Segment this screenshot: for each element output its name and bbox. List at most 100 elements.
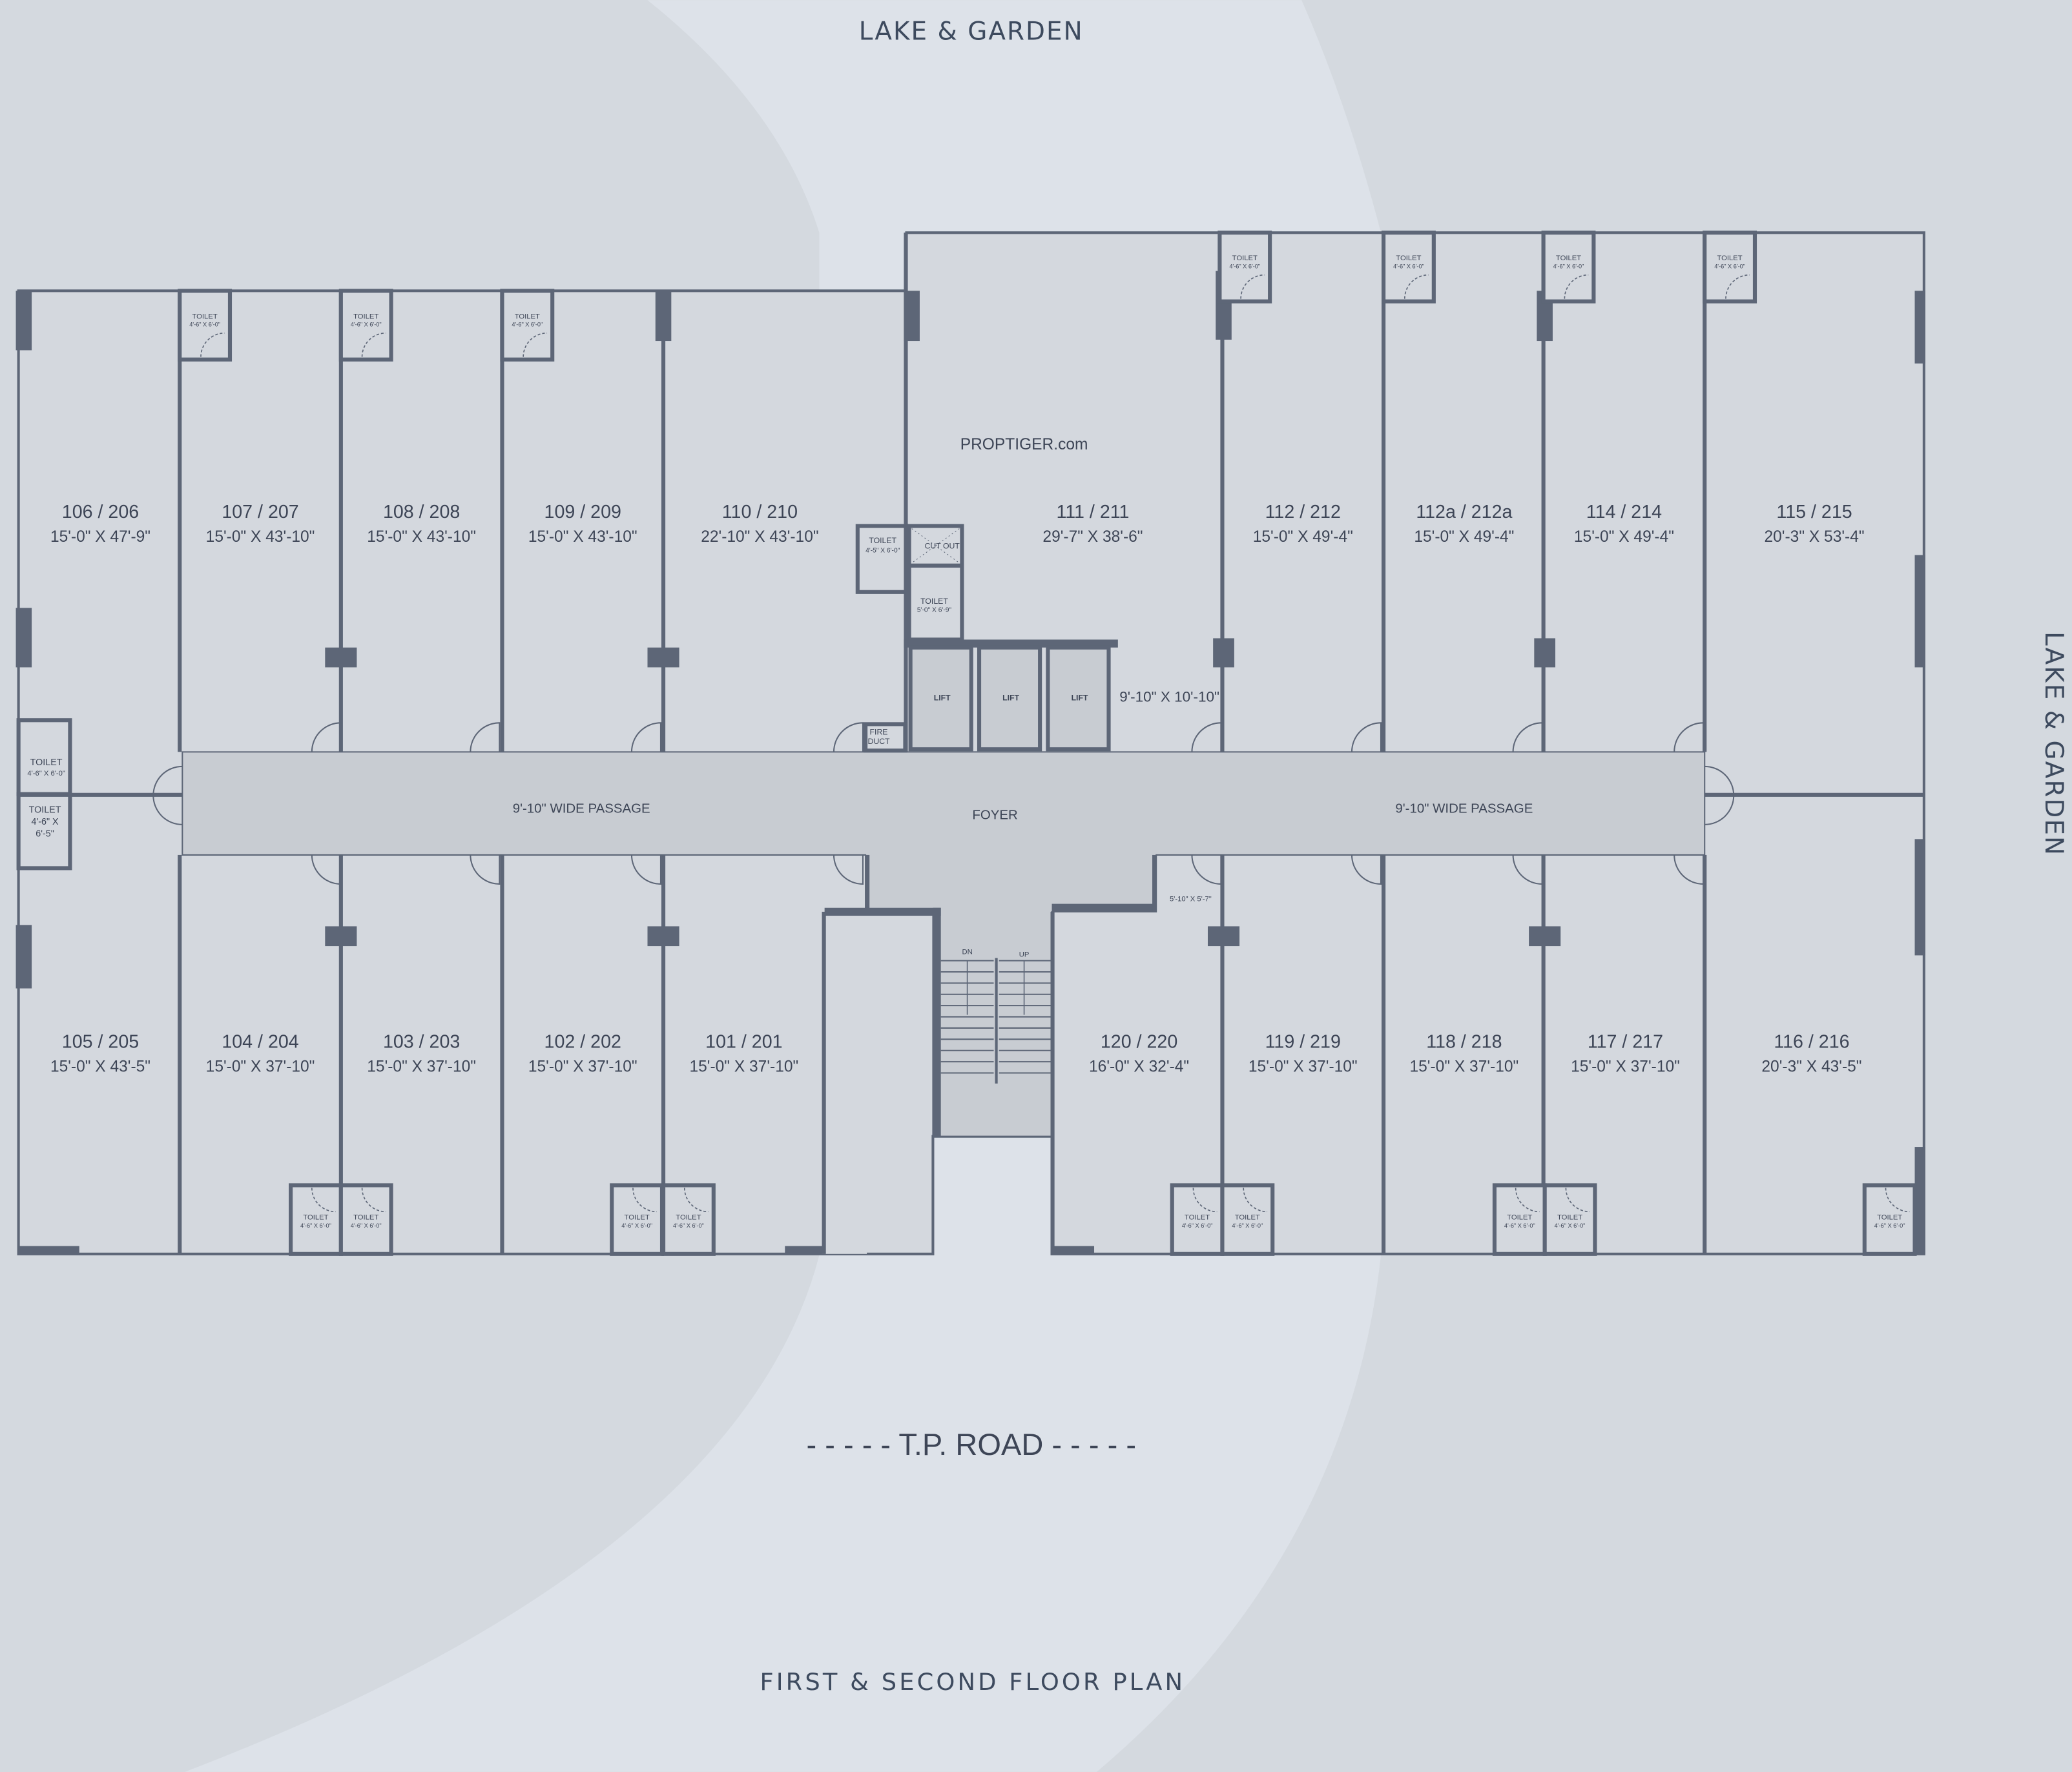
toilet-label: TOILET xyxy=(303,1214,328,1222)
stair-down-label: DN xyxy=(962,948,972,956)
unit-number: 111 / 211 xyxy=(1056,502,1129,522)
unit-number: 117 / 217 xyxy=(1588,1032,1663,1053)
partition-wall xyxy=(1220,232,1225,752)
door-swing xyxy=(833,722,864,752)
toilet-core-2-dim: 5'-0" X 6'-9" xyxy=(917,606,952,613)
toilet-wall xyxy=(1217,231,1272,304)
toilet-dimension: 4'-6" X 6'-0" xyxy=(1229,263,1260,270)
toilet-wall xyxy=(338,1183,393,1256)
lift-lobby-dimension: 9'-10" X 10'-10" xyxy=(1119,689,1219,705)
unit-117: 117 / 217 15'-0" X 37'-10" xyxy=(1571,1032,1680,1076)
toilet-left-2 xyxy=(16,792,72,871)
column xyxy=(325,647,357,668)
toilet-label: TOILET xyxy=(353,313,378,320)
lift-3-label: LIFT xyxy=(1072,694,1088,703)
unit-dimension: 22'-10" X 43'-10" xyxy=(701,528,818,546)
watermark: PROPTIGER.com xyxy=(960,436,1088,453)
door-swing xyxy=(311,854,342,885)
door-swing xyxy=(1240,274,1265,299)
column xyxy=(16,608,32,668)
unit-number: 112 / 212 xyxy=(1265,502,1341,522)
lift-2-label: LIFT xyxy=(1002,694,1019,703)
unit-dimension: 15'-0" X 47'-9" xyxy=(50,528,150,546)
fire-duct xyxy=(864,722,907,753)
column xyxy=(904,291,920,342)
toilet-dimension: 4'-6" X 6'-0" xyxy=(1393,263,1424,270)
column xyxy=(325,926,357,947)
unit-number: 104 / 204 xyxy=(222,1032,298,1053)
toilet-label: TOILET xyxy=(192,313,218,320)
cutout-label: CUT OUT xyxy=(925,541,960,550)
core-toilet-2 xyxy=(907,563,964,642)
door-swing xyxy=(1885,1188,1910,1213)
toilet-left-1-dim: 4'-6" X 6'-0" xyxy=(27,770,65,778)
building xyxy=(16,231,1925,1255)
toilet-left-2-label: TOILET xyxy=(29,805,61,815)
door-swing xyxy=(1191,854,1222,885)
door-swing xyxy=(833,854,864,885)
partition-wall xyxy=(178,291,182,752)
unit-106: 106 / 206 15'-0" X 47'-9" xyxy=(50,502,150,546)
door-swing xyxy=(683,1188,709,1213)
unit-number: 114 / 214 xyxy=(1586,502,1662,522)
unit-number: 115 / 215 xyxy=(1776,502,1852,522)
toilet-left-2-dim-2: 6'-5" xyxy=(36,829,54,839)
partition-wall xyxy=(822,911,826,1254)
toilet-dimension: 4'-6" X 6'-0" xyxy=(621,1222,652,1229)
partition-wall xyxy=(500,854,504,1254)
wall xyxy=(933,907,941,1137)
unit-dimension: 15'-0" X 49'-4" xyxy=(1253,528,1353,546)
partition-wall xyxy=(500,291,504,752)
wall xyxy=(18,792,183,797)
door-swing xyxy=(470,722,501,752)
unit-dimension: 15'-0" X 37'-10" xyxy=(1571,1058,1680,1075)
toilet-label: TOILET xyxy=(1877,1214,1902,1222)
plan-title: FIRST & SECOND FLOOR PLAN xyxy=(760,1668,1185,1696)
unit-dimension: 15'-0" X 43'-10" xyxy=(528,528,637,546)
toilet-label: TOILET xyxy=(1232,254,1258,262)
unit-number: 118 / 218 xyxy=(1426,1032,1502,1053)
partition-wall xyxy=(178,854,182,1254)
toilet-wall xyxy=(1703,231,1757,304)
toilet-label: TOILET xyxy=(353,1214,378,1222)
unit-number: 106 / 206 xyxy=(62,502,139,522)
door-swing xyxy=(1351,854,1382,885)
toilet-wall xyxy=(1542,1183,1597,1256)
wall xyxy=(865,854,870,912)
door-swing xyxy=(1192,1188,1217,1213)
unit-number: 103 / 203 xyxy=(383,1032,460,1053)
door-swing xyxy=(1191,722,1222,752)
column xyxy=(647,926,679,947)
fire-duct-label-2: DUCT xyxy=(867,737,890,746)
door-swing xyxy=(1704,765,1735,825)
column xyxy=(1213,638,1234,668)
staircase xyxy=(940,958,1052,1084)
door-swing xyxy=(1673,854,1704,885)
wall xyxy=(1052,903,1157,912)
toilet-label: TOILET xyxy=(515,313,540,320)
lift-shaft xyxy=(908,645,973,752)
toilet-wall xyxy=(1862,1183,1917,1256)
door-swing xyxy=(311,1188,336,1213)
stair-side-space xyxy=(822,911,867,1254)
toilet-wall xyxy=(500,289,555,362)
door-swing xyxy=(361,332,386,357)
unit-number: 107 / 207 xyxy=(222,502,298,522)
